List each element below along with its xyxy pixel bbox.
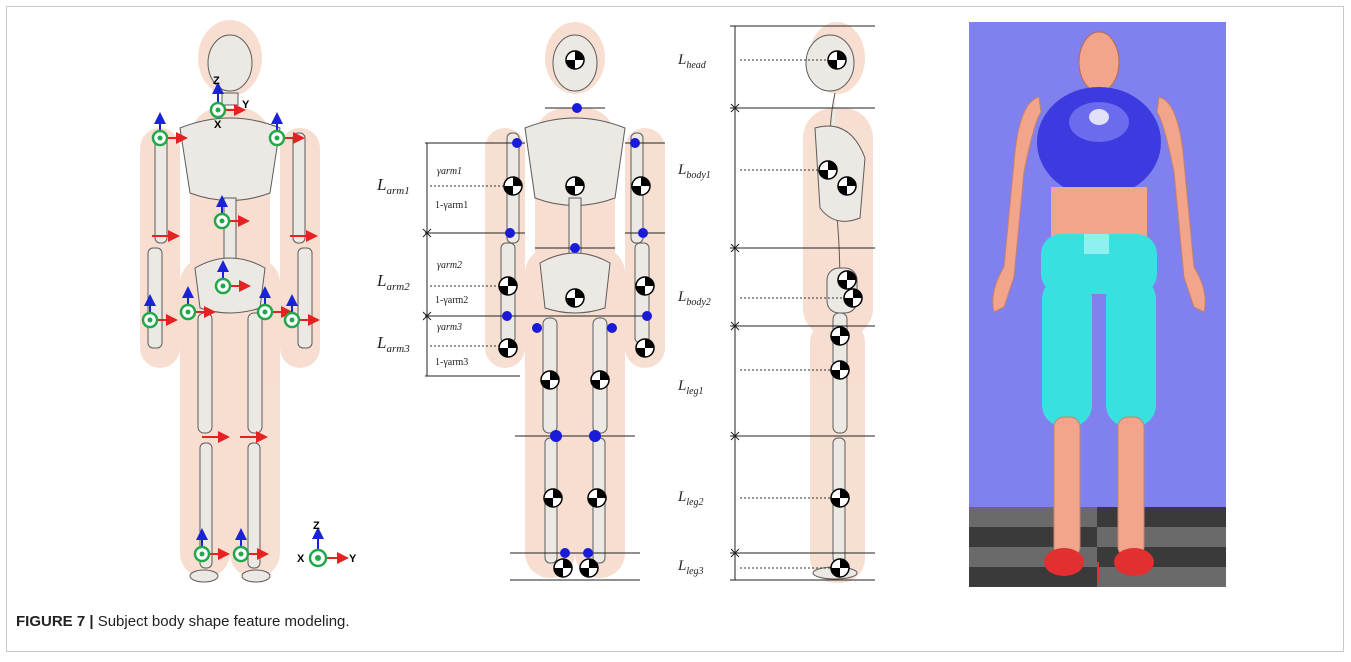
dimension-line — [731, 26, 739, 580]
panel-a-skeleton-frames: Z Y X — [120, 18, 350, 588]
segment-labels: Larm1 Larm2 Larm3 γarm1 1-γarm1 γarm2 1-… — [376, 166, 468, 368]
dimension-line — [423, 143, 431, 376]
svg-text:Lhead: Lhead — [677, 52, 707, 71]
svg-text:1-γarm2: 1-γarm2 — [435, 295, 468, 306]
legend-z-label: Z — [313, 520, 320, 532]
svg-text:Lbody2: Lbody2 — [677, 289, 711, 308]
legend-x-label: X — [297, 553, 305, 565]
com-marker — [819, 161, 837, 179]
com-marker — [566, 51, 584, 69]
com-marker — [499, 339, 517, 357]
com-marker — [554, 559, 572, 577]
com-marker — [828, 51, 846, 69]
svg-text:1-γarm3: 1-γarm3 — [435, 357, 468, 368]
com-marker — [831, 361, 849, 379]
com-marker — [636, 339, 654, 357]
axis-legend: Z Y X — [285, 515, 375, 585]
svg-text:Larm3: Larm3 — [376, 333, 410, 355]
figure-label: FIGURE 7 | — [16, 613, 94, 630]
com-marker — [541, 371, 559, 389]
panel-c-side-segments: Lhead Lbody1 Lbody2 Lleg1 Lleg2 Lleg3 — [675, 18, 890, 588]
svg-text:Larm1: Larm1 — [376, 175, 410, 197]
panel-b-arm-segments: Larm1 Larm2 Larm3 γarm1 1-γarm1 γarm2 1-… — [375, 18, 665, 588]
svg-text:Lbody1: Lbody1 — [677, 162, 711, 181]
svg-text:1-γarm1: 1-γarm1 — [435, 200, 468, 211]
axis-y-label: Y — [242, 99, 250, 111]
com-marker — [831, 489, 849, 507]
svg-text:Lleg2: Lleg2 — [677, 489, 704, 508]
svg-text:γarm2: γarm2 — [437, 260, 462, 271]
com-marker — [838, 271, 856, 289]
com-marker — [831, 559, 849, 577]
com-marker — [591, 371, 609, 389]
svg-text:Larm2: Larm2 — [376, 271, 410, 293]
figure-caption: FIGURE 7 | Subject body shape feature mo… — [16, 613, 350, 630]
com-marker — [636, 277, 654, 295]
svg-text:γarm1: γarm1 — [437, 166, 462, 177]
com-marker — [544, 489, 562, 507]
svg-text:Lleg1: Lleg1 — [677, 378, 704, 397]
com-marker — [632, 177, 650, 195]
com-marker — [504, 177, 522, 195]
com-marker — [831, 327, 849, 345]
legend-y-label: Y — [349, 553, 357, 565]
segment-labels: Lhead Lbody1 Lbody2 Lleg1 Lleg2 Lleg3 — [677, 52, 711, 577]
com-marker — [580, 559, 598, 577]
axis-x-label: X — [214, 119, 222, 131]
panel-d-3d-model — [969, 22, 1226, 587]
com-marker — [838, 177, 856, 195]
axis-z-label: Z — [213, 75, 220, 87]
com-marker — [844, 289, 862, 307]
com-marker — [499, 277, 517, 295]
figure-caption-text: Subject body shape feature modeling. — [94, 613, 350, 630]
com-marker — [566, 177, 584, 195]
svg-text:Lleg3: Lleg3 — [677, 558, 704, 577]
svg-text:γarm3: γarm3 — [437, 322, 462, 333]
com-marker — [588, 489, 606, 507]
com-marker — [566, 289, 584, 307]
